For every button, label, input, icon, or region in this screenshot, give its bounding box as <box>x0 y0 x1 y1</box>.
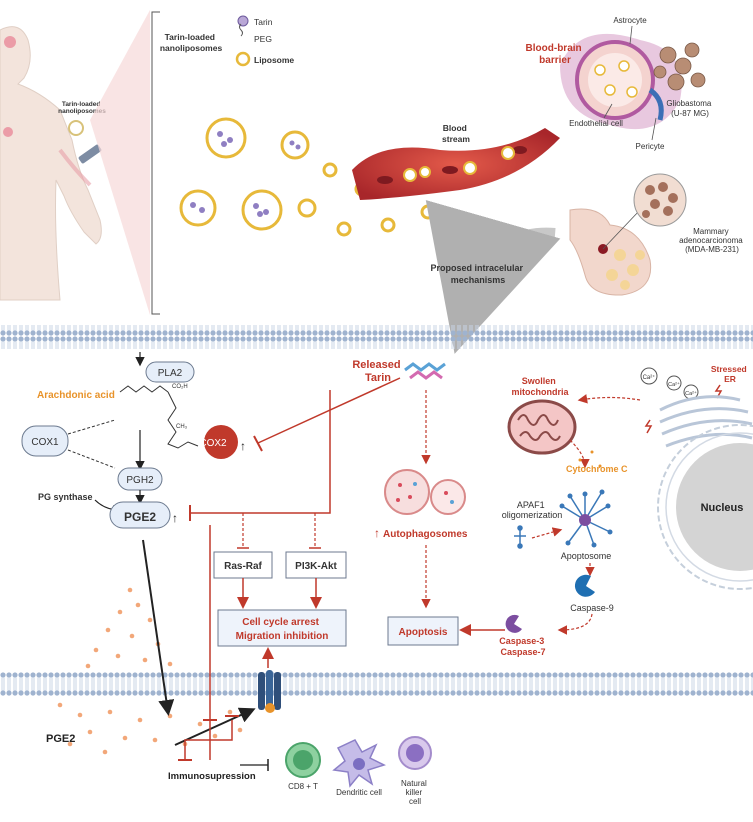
nucleus-label: Nucleus <box>701 502 744 514</box>
cox1-label: COX1 <box>31 437 59 448</box>
nk-cell-icon <box>398 736 432 770</box>
pge2-label: PGE2 <box>124 510 156 524</box>
cell-membrane-top <box>0 325 753 349</box>
cell-cycle-label: Cell cycle arrest Migration inhibition <box>236 617 329 642</box>
blood-stream-label: Blood stream <box>442 123 470 144</box>
transition-arrow <box>425 199 561 354</box>
released-tarin-label: Released Tarin <box>352 359 403 384</box>
pg-synthase-label: PG synthase <box>38 492 93 502</box>
dendritic-cell-icon <box>332 739 386 788</box>
mammary-label: Mammary adenocarcionoma (MDA-MB-231) <box>679 227 745 254</box>
caspase37-icon <box>505 614 522 633</box>
svg-text:Tarin-loaded nanoliposom: Tarin-loaded nanoliposomes <box>160 32 223 53</box>
apaf1-icon <box>514 525 526 549</box>
cell-membrane-bottom <box>0 672 753 696</box>
apoptosis-label: Apoptosis <box>399 627 448 638</box>
patient-illustration <box>0 26 102 301</box>
pla2-node <box>145 361 195 383</box>
syringe-icon <box>78 144 102 164</box>
pge2-node <box>109 501 171 529</box>
pi3k-akt-label: PI3K-Akt <box>295 561 337 572</box>
inhibit-cox2-line <box>257 377 401 444</box>
cox2-up-arrow: ↑ <box>240 439 246 453</box>
cox2-node <box>204 425 238 459</box>
cd8-label: CD8 + T <box>288 782 318 791</box>
svg-text:Ca²⁺: Ca²⁺ <box>643 374 656 381</box>
liposome-icon <box>235 51 251 67</box>
brain-tumor-spot <box>4 36 16 48</box>
nk-label: Natural killer cell <box>401 779 429 806</box>
tarin-icon <box>237 15 249 27</box>
inhibit-pge2-line <box>190 390 331 514</box>
pla2-label: PLA2 <box>158 368 183 379</box>
dendritic-label: Dendritic cell <box>336 788 382 797</box>
peg-icon <box>239 23 243 37</box>
ch3-label: CH₃ <box>176 424 188 430</box>
autophagosome-icon <box>384 469 466 515</box>
zoom-wedge <box>90 10 150 315</box>
blood-brain-barrier-illustration <box>560 33 706 130</box>
pge2-receptor-arrow <box>174 707 256 746</box>
apoptosome-label: Apoptosome <box>561 551 612 561</box>
cell-cycle-node <box>217 609 347 647</box>
apoptosis-node <box>387 616 459 646</box>
tarin-molecule-icon <box>404 362 446 380</box>
legend-peg: PEG <box>254 34 272 44</box>
legend-title: Tarin-loaded <box>165 32 215 42</box>
pgh2-label: PGH2 <box>126 475 154 486</box>
co2h-label: CO₂H <box>172 384 188 390</box>
pi3k-akt-node <box>285 551 347 579</box>
svg-text:Ca²⁺: Ca²⁺ <box>685 390 697 397</box>
cytochrome-c-label: Cytochrome C <box>566 464 628 474</box>
ras-raf-label: Ras-Raf <box>224 561 262 572</box>
immunosupression-label: Immunosupression <box>168 771 256 782</box>
pge2-up-arrow: ↑ <box>172 511 178 525</box>
caspase9-icon <box>574 574 595 597</box>
glioblastoma-label: Gliobastoma (U-87 MG) <box>666 99 713 118</box>
pge2-secretion-arrow <box>142 539 175 716</box>
breast-tumor-spot <box>3 127 13 137</box>
apaf1-label: APAF1 oligomerization <box>502 500 563 520</box>
cd8-t-cell-icon <box>285 742 321 778</box>
proposed-label: Proposed intracelular mechanisms <box>430 263 525 285</box>
legend-tarin: Tarin <box>254 17 273 27</box>
endothelial-label: Endothelial cell <box>569 119 623 128</box>
caspase37-label: Caspase-3 Caspase-7 <box>499 636 547 657</box>
stress-bolt-icon-2 <box>644 419 653 434</box>
endoplasmic-reticulum-icon <box>659 395 753 448</box>
glioblastoma-cells <box>653 42 706 91</box>
legend: Tarin-loaded nanoliposomes Tarin PEG Lip… <box>160 15 294 67</box>
pge2-secretion-dots <box>57 587 243 755</box>
astrocyte-label: Astrocyte <box>613 16 647 25</box>
pericyte-label: Pericyte <box>636 142 665 151</box>
legend-liposome: Liposome <box>254 55 294 65</box>
blood-vessel <box>352 128 560 200</box>
autophagosomes-label: Autophagosomes <box>383 529 468 540</box>
bbb-label: Blood-brain barrier <box>526 43 585 66</box>
autophagosome-up-arrow: ↑ <box>374 526 380 540</box>
nucleus-icon <box>657 424 753 590</box>
apoptosome-icon <box>559 489 613 548</box>
arachidonic-acid-structure <box>119 385 199 449</box>
breast-illustration <box>569 173 687 296</box>
cox2-label: COX2 <box>199 438 227 449</box>
svg-text:Ca²⁺: Ca²⁺ <box>668 381 680 388</box>
stress-bolt-icon-1 <box>714 384 723 399</box>
mitochondria-icon <box>507 399 577 455</box>
nanoliposome-vial-icon <box>68 120 84 136</box>
caspase9-label: Caspase-9 <box>570 603 614 613</box>
injection-label: Tarin-loaded nanoliposomes <box>58 101 106 115</box>
receptor-icon <box>258 670 281 713</box>
legend-bracket <box>151 11 160 315</box>
calcium-ion-2 <box>666 375 682 391</box>
cox1-node <box>21 425 69 457</box>
pge2-bottom-label: PGE2 <box>46 733 75 745</box>
stressed-er-label: Stressed ER <box>711 364 749 384</box>
calcium-ion-1 <box>640 367 658 385</box>
swollen-mito-label: Swollen mitochondria <box>511 376 569 397</box>
arachidonic-acid-label: Arachdonic acid <box>37 390 115 401</box>
